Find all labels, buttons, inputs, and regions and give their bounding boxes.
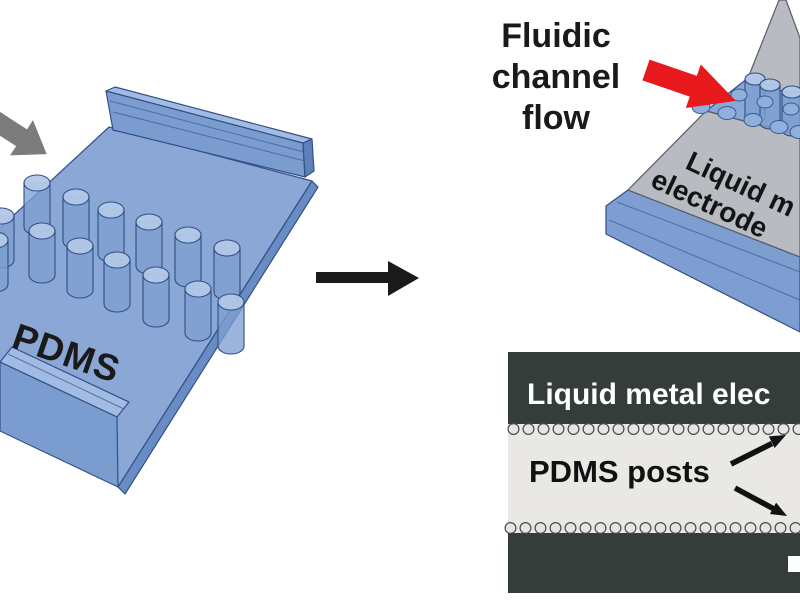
post-bump bbox=[789, 125, 800, 139]
post-bump bbox=[717, 106, 737, 120]
pointer-arrow-shaft bbox=[733, 485, 776, 512]
pointer-arrow-head bbox=[768, 435, 786, 448]
flow-annotation: Fluidic channel flow bbox=[492, 17, 620, 137]
pdms-post bbox=[174, 226, 202, 288]
channel-posts bbox=[691, 72, 800, 139]
flow-annotation-line2: channel bbox=[492, 58, 620, 96]
electrode-top-surface bbox=[627, 110, 800, 258]
process-arrow-icon bbox=[316, 261, 419, 296]
inlet-arrow-icon bbox=[0, 107, 47, 156]
pointer-arrow-head bbox=[769, 502, 787, 516]
channel-wall-back-groove bbox=[109, 100, 305, 153]
channel-wall-front-groove bbox=[7, 353, 125, 410]
post-bump bbox=[756, 95, 774, 109]
flow-arrow-icon bbox=[642, 59, 736, 109]
micrograph-channel bbox=[508, 424, 800, 533]
electrode-device: Liquid m electrode bbox=[605, 0, 800, 333]
posts-pointer-arrow-top bbox=[729, 435, 786, 467]
micrograph-electrode-label: Liquid metal elec bbox=[527, 378, 770, 411]
micrograph-posts-label: PDMS posts bbox=[529, 454, 710, 489]
pdms-post bbox=[28, 222, 56, 284]
pdms-post bbox=[0, 231, 9, 293]
post-bump bbox=[769, 120, 789, 134]
electrode-slab-groove bbox=[616, 201, 800, 273]
post-bump bbox=[730, 88, 748, 102]
pdms-post bbox=[135, 213, 163, 275]
pdms-post bbox=[217, 293, 245, 355]
micrograph-panel: Liquid metal elec PDMS posts bbox=[504, 352, 800, 593]
post-bump bbox=[782, 102, 800, 116]
pdms-post bbox=[103, 251, 131, 313]
pdms-device: PDMS bbox=[0, 86, 319, 495]
flow-annotation-line3: flow bbox=[522, 99, 591, 137]
scale-bar-fragment bbox=[788, 556, 800, 572]
pdms-post bbox=[184, 280, 212, 342]
electrode-slab-groove bbox=[608, 219, 800, 301]
post-bump bbox=[743, 113, 763, 127]
channel-wall-front-front-face bbox=[0, 361, 119, 488]
flow-annotation-line1: Fluidic bbox=[501, 17, 611, 55]
posts-pointer-arrow-bottom bbox=[733, 485, 787, 516]
channel-wall-back-groove bbox=[112, 111, 306, 162]
pdms-post bbox=[142, 266, 170, 328]
pdms-post bbox=[213, 239, 241, 301]
pdms-post bbox=[66, 237, 94, 299]
pointer-arrow-shaft bbox=[729, 441, 774, 467]
channel-wall-back-end-face bbox=[302, 138, 315, 178]
